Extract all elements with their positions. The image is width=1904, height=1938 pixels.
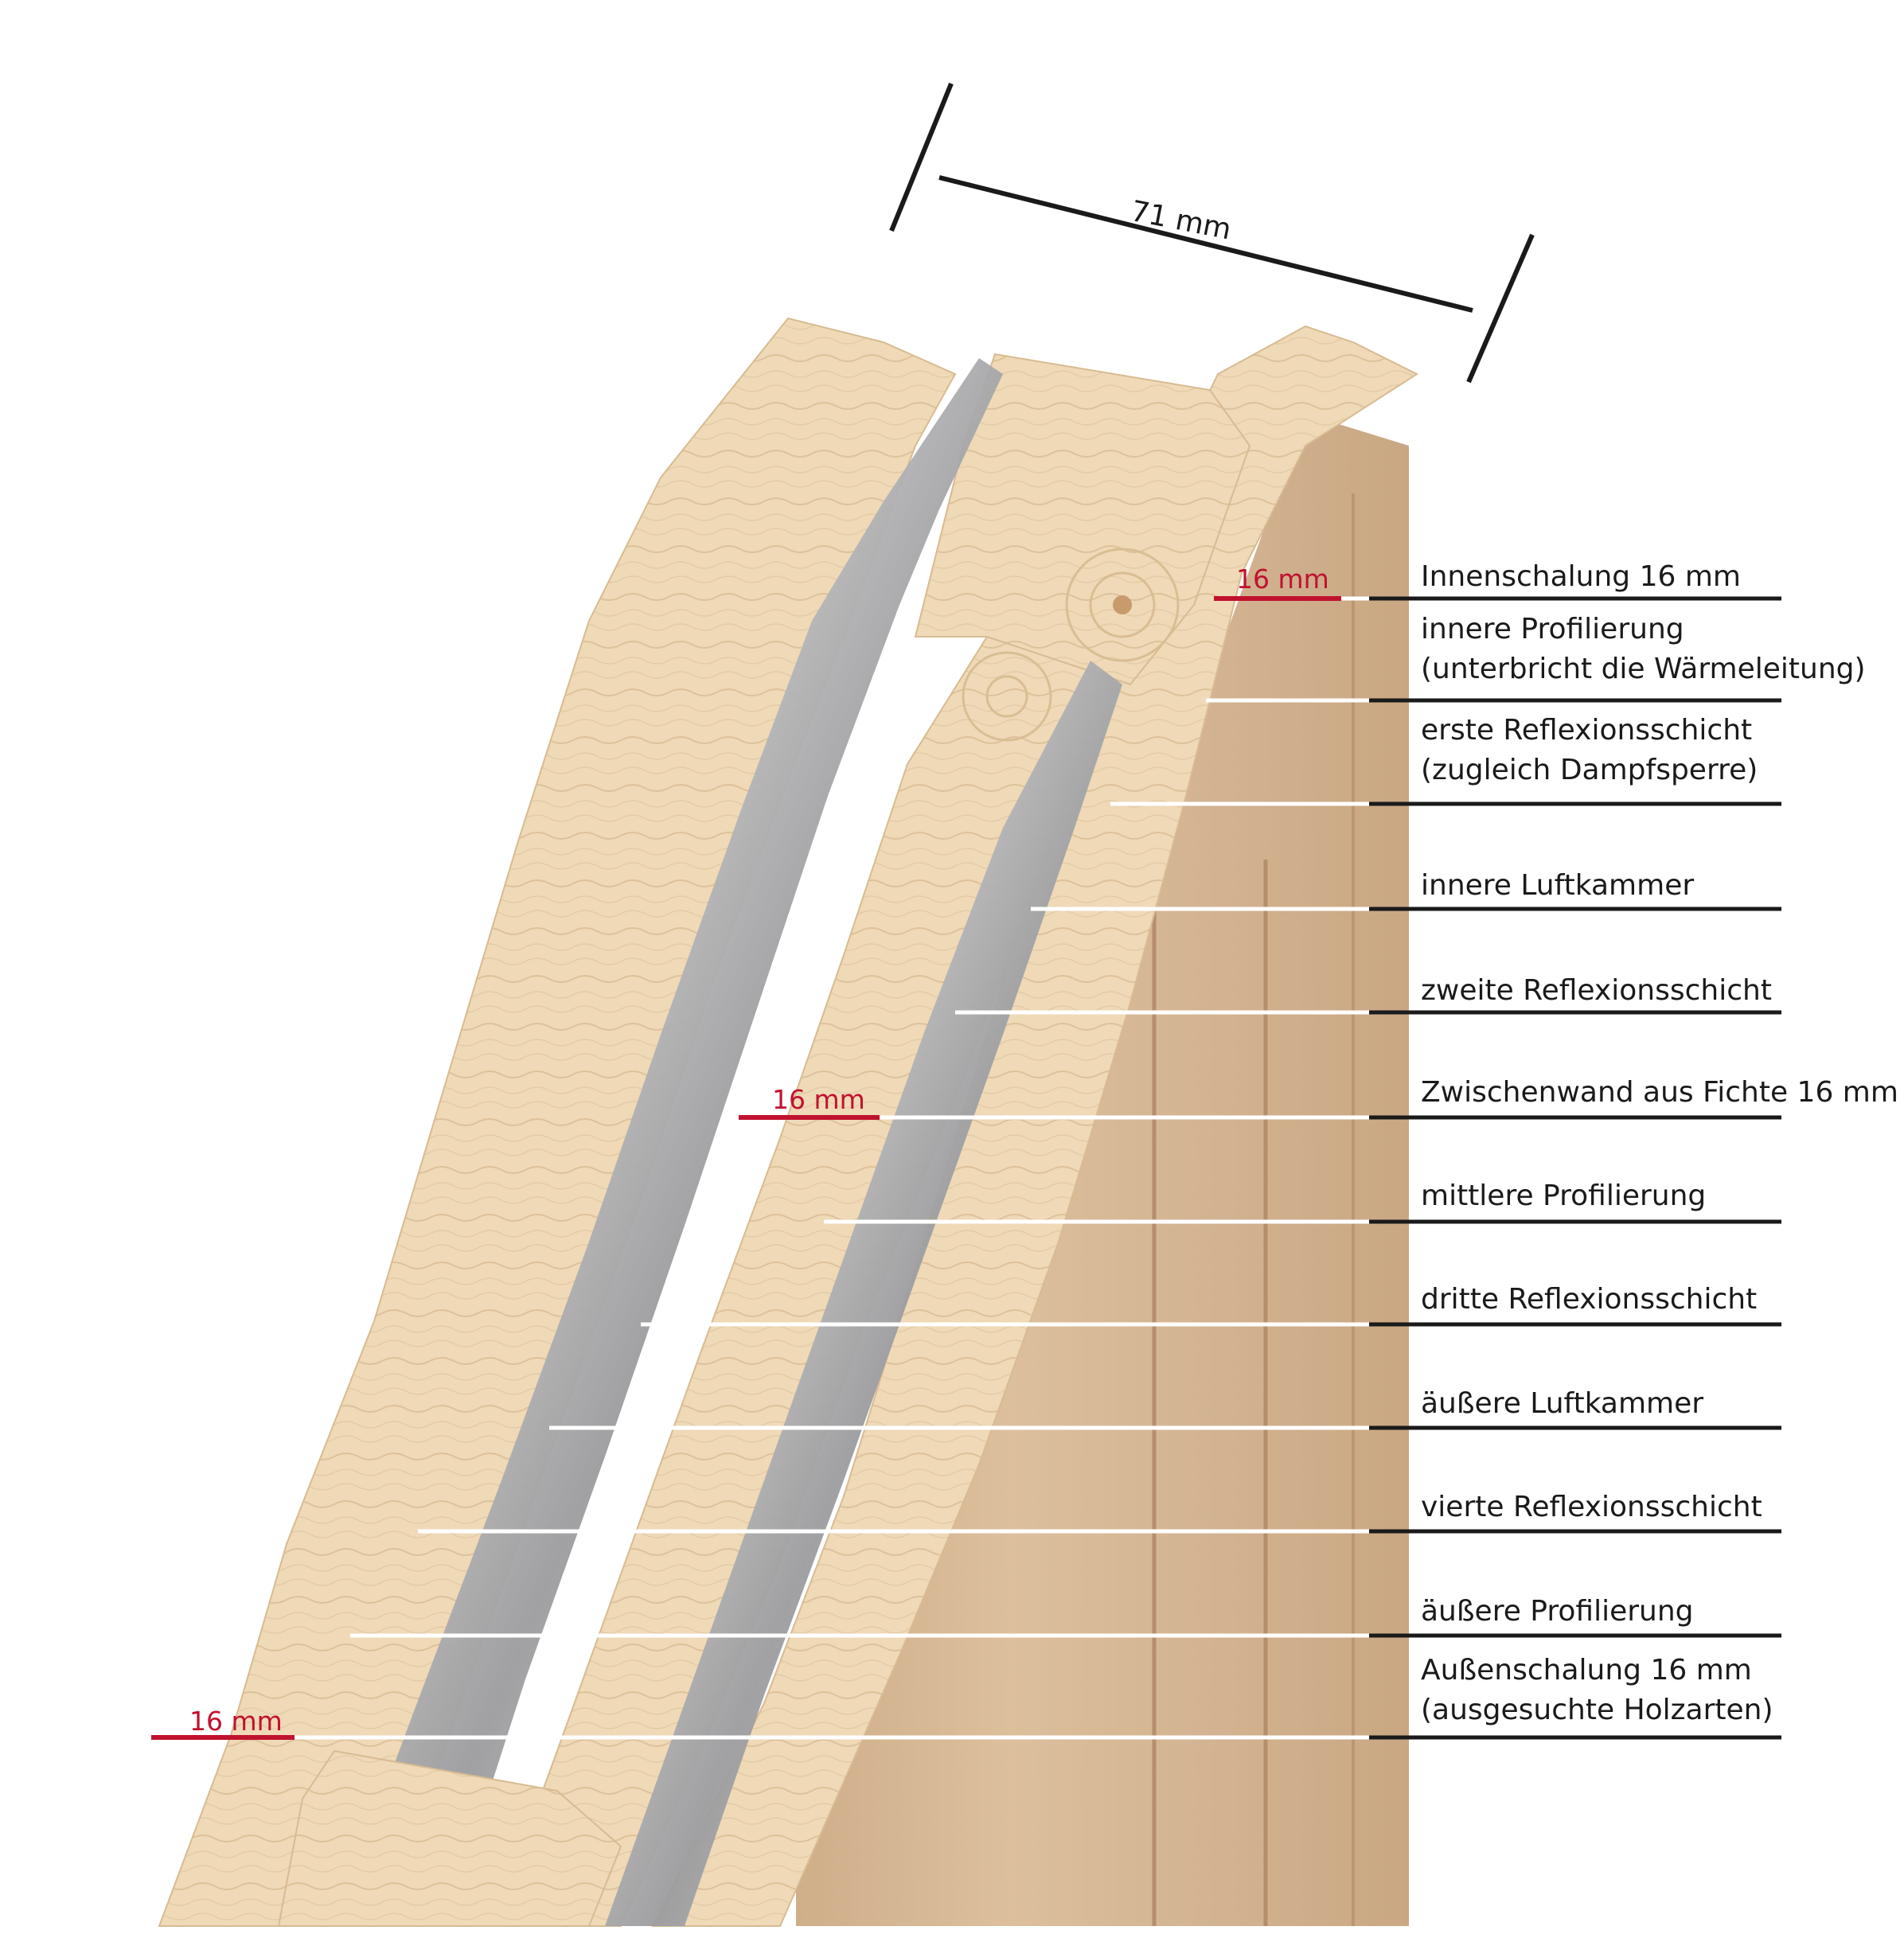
label-vierte-reflexionsschicht: vierte Reflexionsschicht bbox=[1421, 1491, 1762, 1523]
outer-face-panel bbox=[796, 414, 1409, 1926]
growth-rings bbox=[1065, 548, 1180, 662]
label-dritte-reflexionsschicht: dritte Reflexionsschicht bbox=[1421, 1283, 1758, 1316]
label-mittlere-profilierung: mittlere Profilierung bbox=[1421, 1180, 1707, 1212]
outer-foil-layer bbox=[605, 661, 1122, 1926]
thickness-label-inner: 16 mm bbox=[1236, 563, 1329, 595]
thickness-label-middle: 16 mm bbox=[772, 1084, 865, 1115]
bottom-cap-block bbox=[277, 1749, 622, 1927]
inner-foil-layer bbox=[334, 358, 1003, 1926]
top-cap-block bbox=[914, 353, 1251, 686]
growth-rings bbox=[962, 651, 1052, 742]
label-innere-profilierung: innere Profilierung(unterbricht die Wärm… bbox=[1421, 613, 1866, 685]
label-aeussere-profilierung: äußere Profilierung bbox=[1421, 1595, 1694, 1628]
label-innere-luftkammer: innere Luftkammer bbox=[1421, 869, 1695, 902]
label-zwischenwand: Zwischenwand aus Fichte 16 mm bbox=[1421, 1076, 1898, 1109]
leader-lines bbox=[295, 596, 1781, 1740]
label-erste-reflexionsschicht: erste Reflexionsschicht(zugleich Dampfsp… bbox=[1421, 714, 1758, 786]
label-aussenschalung: Außenschalung 16 mm(ausgesuchte Holzarte… bbox=[1421, 1654, 1773, 1726]
label-aeussere-luftkammer: äußere Luftkammer bbox=[1421, 1387, 1704, 1420]
thickness-label-outer: 16 mm bbox=[189, 1706, 283, 1737]
label-zweite-reflexionsschicht: zweite Reflexionsschicht bbox=[1421, 974, 1772, 1007]
label-innenschalung: Innenschalung 16 mm bbox=[1421, 560, 1741, 593]
dimension-indicator bbox=[889, 82, 1535, 384]
